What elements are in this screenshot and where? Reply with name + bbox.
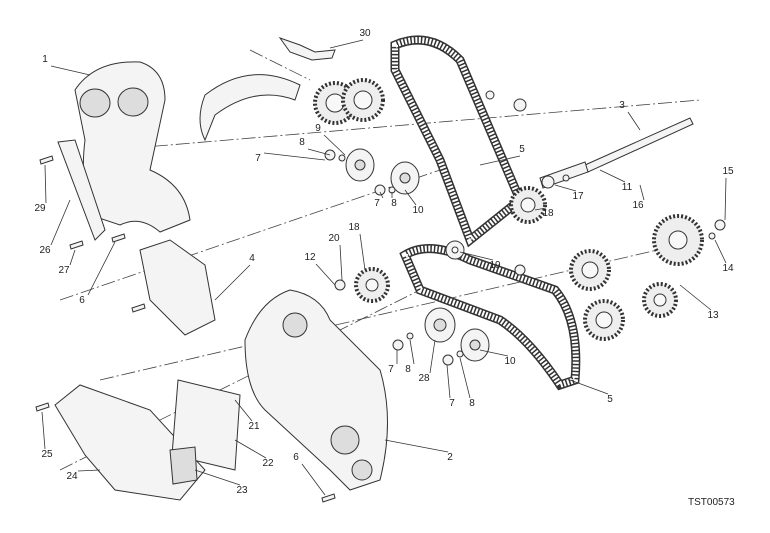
leader-line-11: [599, 169, 626, 183]
leader-line-6: [301, 463, 326, 496]
callout-4: 4: [249, 253, 255, 264]
leader-line-5: [479, 155, 521, 166]
leader-line-10: [404, 189, 417, 206]
callout-27: 27: [58, 265, 70, 276]
callout-12: 12: [304, 252, 316, 263]
leader-line-8: [307, 148, 331, 156]
leader-line-25: [41, 411, 46, 450]
callout-26: 26: [39, 245, 51, 256]
leader-line-12: [315, 263, 336, 286]
callout-22: 22: [262, 458, 274, 469]
callout-6: 6: [79, 295, 85, 306]
callout-28: 28: [418, 373, 430, 384]
timing-belts: [390, 35, 581, 391]
small-hardware: [35, 90, 726, 503]
callout-17: 17: [572, 191, 584, 202]
leader-line-8: [409, 339, 415, 365]
leader-line-23: [194, 469, 241, 486]
callout-23: 23: [236, 485, 248, 496]
callout-14: 14: [722, 263, 734, 274]
leader-line-24: [77, 469, 101, 472]
leader-line-1: [50, 65, 91, 76]
callout-10: 10: [412, 205, 424, 216]
lower-timing-cover: [244, 289, 388, 491]
leader-line-16: [639, 184, 645, 201]
leader-line-18: [534, 207, 547, 211]
leader-line-5: [569, 379, 609, 395]
leader-line-19: [459, 251, 494, 261]
leader-line-18: [359, 233, 366, 271]
callout-18: 18: [348, 222, 360, 233]
callout-24: 24: [66, 471, 78, 482]
callout-21: 21: [248, 421, 260, 432]
callout-30: 30: [359, 28, 371, 39]
bracket-30: [278, 37, 336, 61]
leader-line-7: [263, 152, 326, 161]
leader-line-8: [459, 357, 471, 399]
callout-5: 5: [607, 394, 613, 405]
leader-line-20: [339, 244, 343, 281]
bracket: [57, 139, 106, 241]
leader-line-22: [234, 439, 267, 459]
callout-6: 6: [293, 452, 299, 463]
callout-7: 7: [388, 364, 394, 375]
callout-19: 19: [489, 260, 501, 271]
callout-9: 9: [315, 123, 321, 134]
leader-line-13: [679, 284, 712, 311]
callout-leaders: [41, 39, 727, 496]
idler-pulleys: [345, 148, 490, 362]
drawing-code: TST00573: [688, 497, 735, 508]
leader-line-14: [714, 239, 727, 264]
callout-3: 3: [619, 100, 625, 111]
callout-16: 16: [632, 200, 644, 211]
leader-line-30: [329, 39, 364, 49]
leader-line-2: [384, 439, 449, 453]
callout-8: 8: [391, 198, 397, 209]
callout-11: 11: [622, 182, 633, 193]
leader-line-9: [323, 134, 346, 156]
leader-line-7: [379, 191, 384, 199]
callout-8: 8: [299, 137, 305, 148]
leader-line-21: [234, 399, 253, 422]
left-cover: [54, 384, 206, 501]
leader-line-4: [214, 264, 251, 301]
leader-line-27: [69, 249, 76, 266]
leader-line-17: [554, 184, 577, 192]
leader-line-15: [724, 177, 727, 221]
leader-line-28: [429, 339, 436, 374]
leader-line-29: [44, 164, 47, 204]
gears: [313, 78, 704, 341]
callout-25: 25: [41, 449, 53, 460]
callout-1: 1: [42, 54, 48, 65]
callout-15: 15: [722, 166, 734, 177]
callout-29: 29: [34, 203, 46, 214]
callout-13: 13: [707, 310, 719, 321]
callout-7: 7: [449, 398, 455, 409]
upper-timing-cover: [74, 61, 191, 233]
callout-7: 7: [374, 198, 380, 209]
callout-20: 20: [328, 233, 340, 244]
callout-2: 2: [447, 452, 453, 463]
leader-line-6: [87, 241, 116, 296]
leader-line-3: [627, 111, 641, 131]
callout-18: 18: [542, 208, 554, 219]
leader-line-26: [50, 199, 71, 246]
callout-8: 8: [405, 364, 411, 375]
duct: [199, 74, 301, 142]
leader-line-7: [446, 364, 451, 399]
middle-cover: [139, 239, 216, 336]
pad-23: [169, 446, 198, 485]
callout-5: 5: [519, 144, 525, 155]
callout-8: 8: [469, 398, 475, 409]
callout-7: 7: [255, 153, 261, 164]
leader-line-10: [479, 349, 509, 357]
callout-10: 10: [504, 356, 516, 367]
